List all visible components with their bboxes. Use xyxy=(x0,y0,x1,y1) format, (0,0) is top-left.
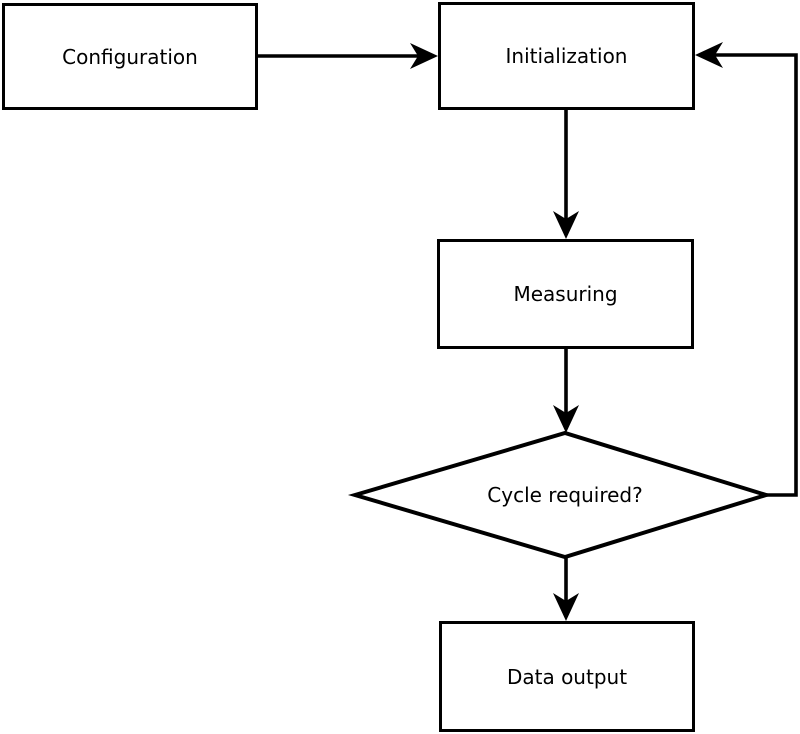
node-data-output-label: Data output xyxy=(506,664,628,689)
node-measuring-label: Measuring xyxy=(513,282,618,306)
node-measuring: Measuring xyxy=(437,239,694,349)
edge-decision-initialization-feedback xyxy=(699,53,798,497)
node-initialization-label: Initialization xyxy=(505,44,628,68)
arrowhead-into-initialization-left xyxy=(410,43,438,69)
node-configuration: Configuration xyxy=(2,3,258,110)
node-data-output: Data output xyxy=(439,621,695,732)
node-decision: Cycle required? xyxy=(365,478,765,512)
decision-diamond xyxy=(347,430,773,560)
arrowhead-into-decision-top xyxy=(553,405,579,433)
node-initialization: Initialization xyxy=(438,2,695,110)
node-decision-label: Cycle required? xyxy=(487,483,643,507)
arrowhead-into-initialization-right xyxy=(695,42,723,68)
arrowhead-into-dataoutput-top xyxy=(553,593,579,621)
node-configuration-label: Configuration xyxy=(62,44,198,69)
arrowhead-into-measuring-top xyxy=(553,211,579,239)
